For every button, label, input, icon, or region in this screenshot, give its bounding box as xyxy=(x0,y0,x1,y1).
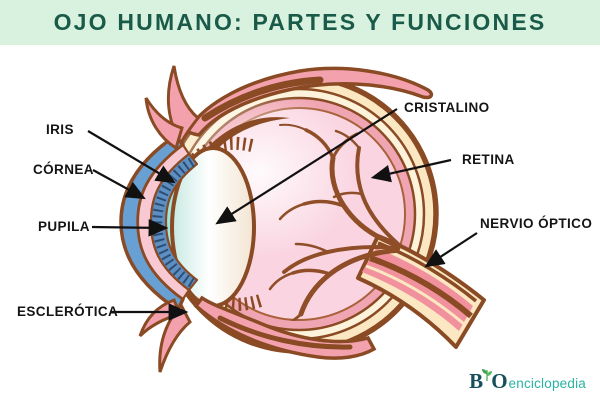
page-title: OJO HUMANO: PARTES Y FUNCIONES xyxy=(53,9,547,35)
eye-muscles xyxy=(138,65,434,373)
pupila-arrow xyxy=(91,218,169,237)
iris-shape xyxy=(149,152,199,292)
optic-nerve-shape xyxy=(356,234,486,349)
iris-arrow xyxy=(87,130,176,184)
retina-arrow xyxy=(370,158,452,183)
cornea-arrow xyxy=(92,169,146,200)
title-bar: OJO HUMANO: PARTES Y FUNCIONES xyxy=(0,0,600,45)
label-pupila: PUPILA xyxy=(38,219,90,234)
logo-suffix: enciclopedia xyxy=(508,376,586,391)
retina-blood-vessels xyxy=(268,123,403,321)
cristalino-arrow xyxy=(215,108,398,225)
logo-letter-b: B xyxy=(469,369,484,393)
label-iris: IRIS xyxy=(46,122,74,137)
nervio-optico-arrow xyxy=(424,232,478,268)
leaf-icon xyxy=(481,368,493,387)
label-cristalino: CRISTALINO xyxy=(404,100,490,115)
label-retina: RETINA xyxy=(462,152,515,167)
label-nervio-optico: NERVIO ÓPTICO xyxy=(480,216,593,231)
label-cornea: CÓRNEA xyxy=(33,162,94,177)
label-esclerotica: ESCLERÓTICA xyxy=(17,304,119,319)
logo-letter-o: O xyxy=(491,369,508,393)
bioenciclopedia-logo: B O enciclopedia xyxy=(469,368,586,393)
